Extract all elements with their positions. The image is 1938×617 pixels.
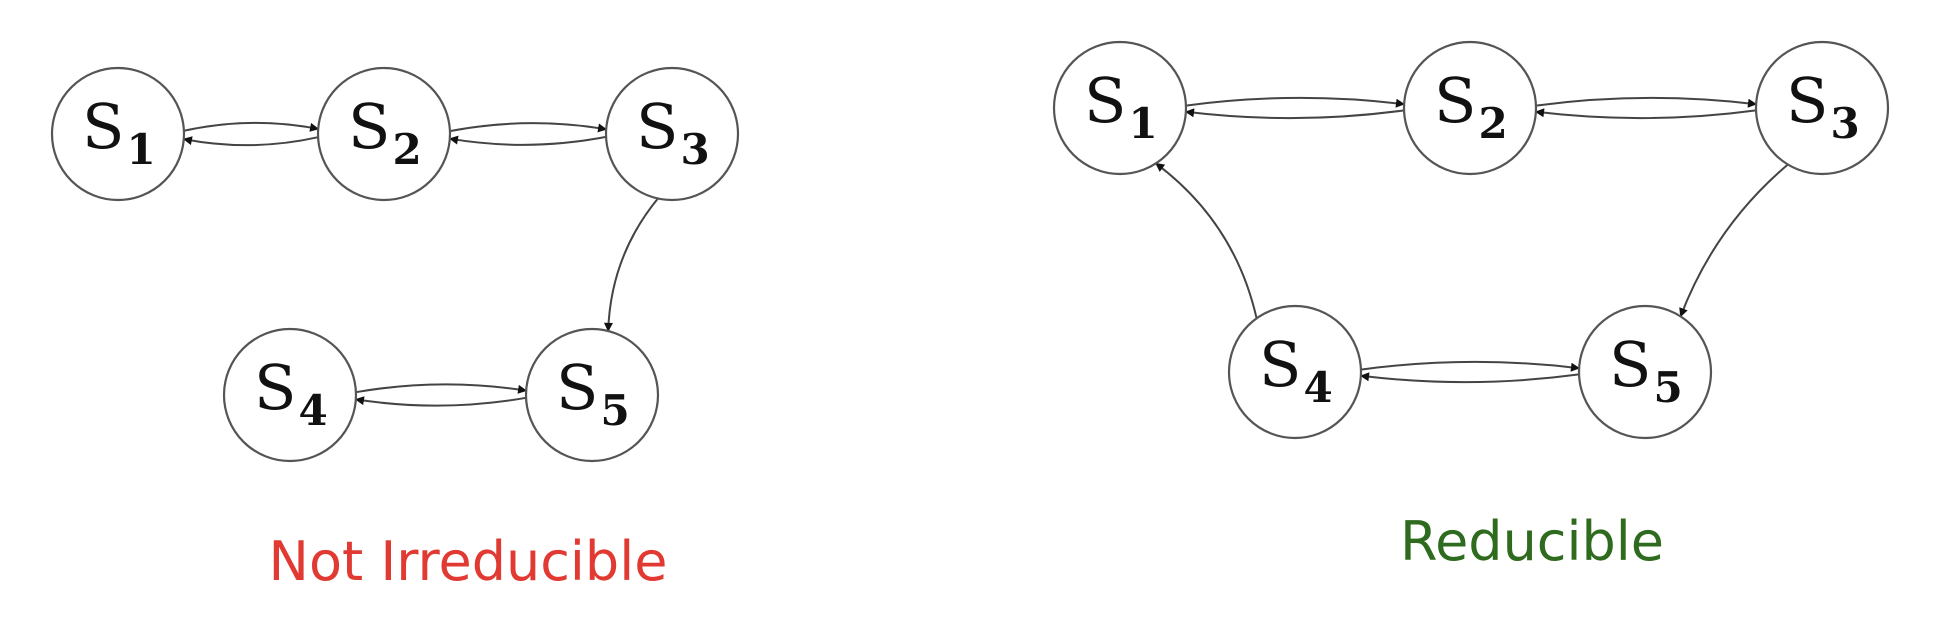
node-subscript: 3	[680, 125, 709, 174]
node-circle-left-s4	[222, 327, 358, 463]
node-label-left-s5: S5	[556, 351, 630, 435]
node-letter: S	[82, 90, 124, 163]
edge-right-s1-to-s2	[1185, 96, 1405, 108]
edge-left-s2-to-s1	[182, 136, 319, 147]
node-label-left-s2: S2	[348, 90, 422, 174]
node-circle-right-s3	[1754, 40, 1890, 176]
node-left-s3: S3	[604, 66, 740, 202]
node-circle-right-s4	[1227, 304, 1363, 440]
edge-left-s3-to-s5	[603, 197, 659, 332]
node-subscript: 5	[1653, 363, 1682, 412]
node-left-s4: S4	[222, 327, 358, 463]
caption-not-irreducible: Not Irreducible	[268, 530, 668, 593]
node-letter: S	[556, 351, 598, 424]
node-circle-left-s3	[604, 66, 740, 202]
node-right-s2: S2	[1402, 40, 1538, 176]
node-right-s5: S5	[1577, 304, 1713, 440]
edge-left-s1-to-s2	[183, 121, 320, 132]
node-subscript: 4	[298, 386, 327, 435]
node-left-s5: S5	[524, 327, 660, 463]
edge-left-s4-to-s5	[355, 383, 528, 394]
edge-right-s5-to-s4	[1360, 372, 1580, 384]
node-right-s3: S3	[1754, 40, 1890, 176]
node-subscript: 5	[600, 386, 629, 435]
node-letter: S	[1084, 64, 1126, 137]
edge-right-s2-to-s1	[1185, 108, 1405, 120]
node-circle-right-s2	[1402, 40, 1538, 176]
node-subscript: 3	[1830, 99, 1859, 148]
node-left-s2: S2	[316, 66, 452, 202]
edge-right-s3-to-s5	[1679, 163, 1789, 318]
node-letter: S	[1609, 328, 1651, 401]
edge-right-s3-to-s2	[1535, 108, 1757, 120]
node-label-left-s4: S4	[254, 351, 328, 435]
node-letter: S	[1259, 328, 1301, 401]
node-circle-left-s5	[524, 327, 660, 463]
edge-left-s5-to-s4	[354, 396, 527, 407]
node-right-s4: S4	[1227, 304, 1363, 440]
node-circle-right-s5	[1577, 304, 1713, 440]
node-subscript: 4	[1303, 363, 1332, 412]
node-letter: S	[1786, 64, 1828, 137]
edge-right-s4-to-s5	[1360, 360, 1580, 372]
node-label-left-s1: S1	[82, 90, 156, 174]
node-circle-right-s1	[1052, 40, 1188, 176]
node-subscript: 1	[126, 125, 155, 174]
edge-right-s2-to-s3	[1535, 96, 1757, 108]
edge-left-s2-to-s3	[449, 122, 608, 133]
node-letter: S	[348, 90, 390, 163]
node-letter: S	[1434, 64, 1476, 137]
node-label-right-s4: S4	[1259, 328, 1333, 412]
node-label-right-s1: S1	[1084, 64, 1158, 148]
node-subscript: 1	[1128, 99, 1157, 148]
node-label-right-s5: S5	[1609, 328, 1683, 412]
node-letter: S	[254, 351, 296, 424]
node-subscript: 2	[1478, 99, 1507, 148]
edge-left-s3-to-s2	[448, 135, 607, 146]
caption-reducible: Reducible	[1399, 510, 1665, 573]
node-left-s1: S1	[50, 66, 186, 202]
node-label-right-s3: S3	[1786, 64, 1860, 148]
node-circle-left-s1	[50, 66, 186, 202]
node-right-s1: S1	[1052, 40, 1188, 176]
node-circle-left-s2	[316, 66, 452, 202]
node-letter: S	[636, 90, 678, 163]
edge-right-s4-to-s1	[1155, 162, 1258, 319]
node-label-left-s3: S3	[636, 90, 710, 174]
node-label-right-s2: S2	[1434, 64, 1508, 148]
node-subscript: 2	[392, 125, 421, 174]
